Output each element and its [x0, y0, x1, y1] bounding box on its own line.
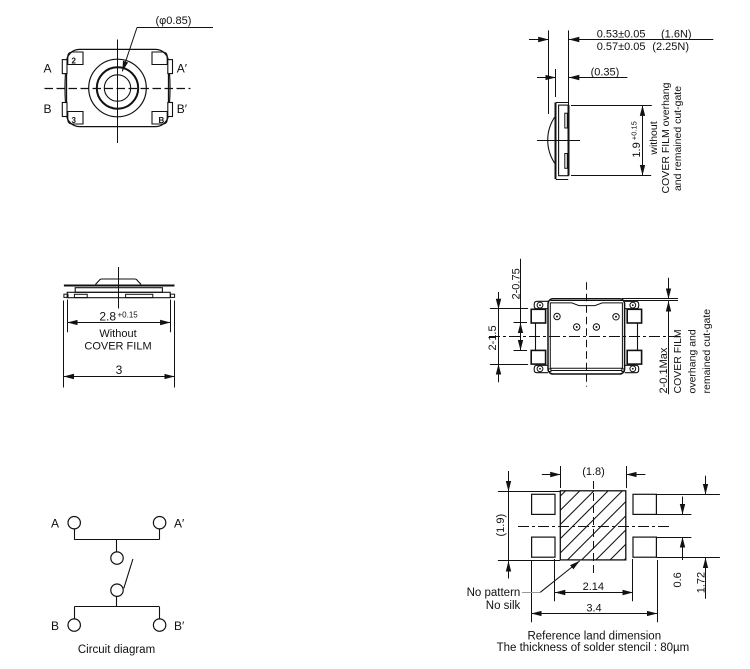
svg-text:A: A [51, 517, 59, 531]
svg-text:1.72: 1.72 [696, 572, 708, 593]
svg-text:A′: A′ [177, 61, 188, 75]
svg-text:B′: B′ [177, 102, 188, 116]
svg-text:2.8: 2.8 [99, 309, 116, 323]
svg-text:and remained cut-gate: and remained cut-gate [672, 86, 684, 191]
svg-text:2-1.5: 2-1.5 [487, 325, 499, 350]
svg-text:2: 2 [72, 57, 77, 66]
svg-text:3: 3 [116, 363, 123, 377]
svg-text:3: 3 [72, 116, 77, 125]
svg-text:2.14: 2.14 [583, 581, 604, 593]
svg-text:Without: Without [99, 328, 136, 340]
svg-text:(1.8): (1.8) [582, 466, 605, 478]
svg-text:0.57±0.05: 0.57±0.05 [597, 41, 646, 53]
svg-text:remained cut-gate: remained cut-gate [701, 309, 713, 394]
svg-text:B: B [159, 116, 165, 125]
svg-text:B′: B′ [174, 619, 185, 633]
svg-text:(0.35): (0.35) [591, 67, 620, 79]
svg-text:No silk: No silk [486, 600, 521, 612]
svg-text:COVER FILM: COVER FILM [672, 329, 684, 393]
svg-text:B: B [43, 102, 51, 116]
svg-text:B: B [51, 619, 59, 633]
svg-text:COVER FILM overhang: COVER FILM overhang [660, 82, 672, 193]
svg-text:0.53±0.05: 0.53±0.05 [597, 29, 646, 41]
svg-text:No pattern: No pattern [467, 587, 521, 599]
svg-text:2-0.75: 2-0.75 [511, 268, 523, 299]
svg-text:(1.9): (1.9) [495, 514, 507, 537]
svg-text:(1.6N): (1.6N) [661, 29, 692, 41]
svg-text:Reference land dimension: Reference land dimension [527, 631, 661, 643]
svg-text:2-0.1Max: 2-0.1Max [658, 347, 670, 393]
svg-text:without: without [648, 121, 660, 155]
svg-text:(φ0.85): (φ0.85) [156, 15, 192, 27]
svg-text:0.6: 0.6 [672, 572, 684, 587]
svg-text:A: A [43, 61, 51, 75]
svg-text:(2.25N): (2.25N) [652, 41, 689, 53]
svg-text:COVER FILM: COVER FILM [84, 340, 151, 352]
svg-text:Circuit diagram: Circuit diagram [78, 644, 155, 656]
svg-text:overhang and: overhang and [687, 329, 699, 393]
svg-text:The thickness of solder stenci: The thickness of solder stencil : 80µm [497, 642, 690, 654]
svg-text:A′: A′ [174, 517, 185, 531]
svg-text:3.4: 3.4 [586, 602, 601, 614]
svg-text:+0.15: +0.15 [118, 310, 139, 319]
